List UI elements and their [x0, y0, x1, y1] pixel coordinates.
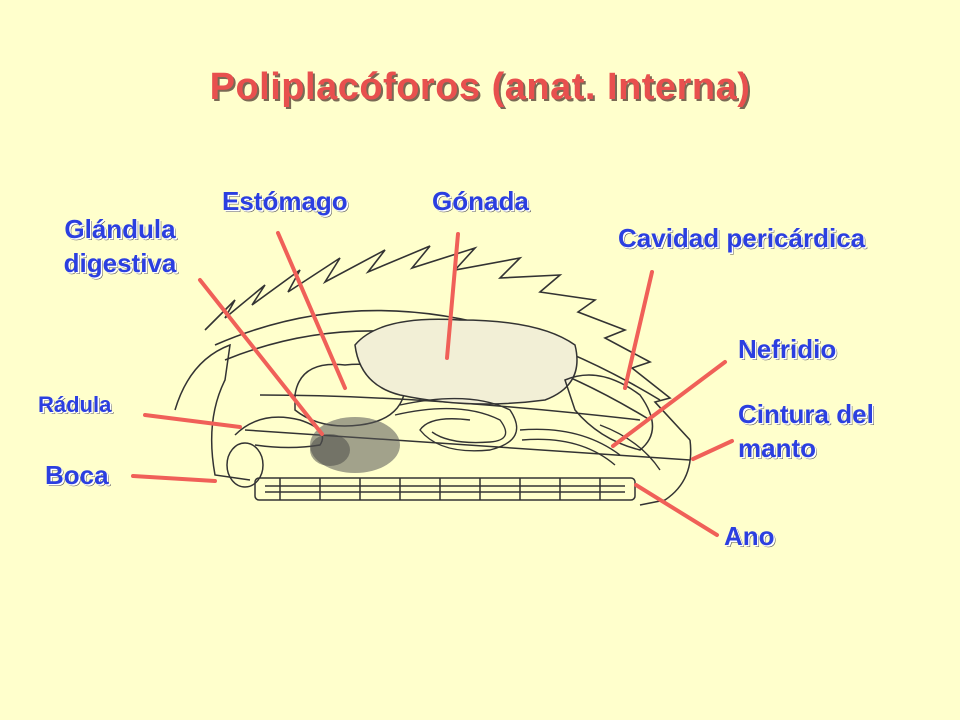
label-ano: Ano — [724, 521, 775, 551]
label-nefridio: Nefridio — [738, 334, 837, 364]
pointer-cintura — [691, 439, 734, 461]
pointer-gonada — [445, 232, 460, 360]
pointer-ano — [634, 483, 719, 537]
label-boca: Boca — [45, 460, 109, 490]
pointer-estomago — [276, 231, 347, 390]
label-gonada: Gónada — [432, 186, 529, 216]
pointer-lines — [131, 231, 734, 537]
intestine — [394, 397, 621, 466]
foot — [254, 477, 636, 501]
pointer-nefridio — [611, 360, 727, 448]
nephridium — [599, 424, 661, 471]
label-glandula-line1: Glándula — [64, 214, 176, 244]
label-cintura-line1: Cintura del — [738, 399, 874, 429]
pericardial-cavity — [564, 374, 654, 451]
label-cintura-line2: manto — [738, 433, 816, 463]
label-radula: Rádula — [38, 392, 112, 417]
label-glandula-line2: digestiva — [63, 248, 177, 278]
gonad-organ — [354, 318, 578, 405]
pointer-boca — [131, 474, 217, 483]
page-title: Poliplacóforos (anat. Interna) — [209, 66, 751, 108]
label-glandula-digestiva: Glándula digestiva — [50, 214, 190, 278]
pointer-glandula — [198, 278, 324, 436]
digestive-gland — [310, 417, 400, 473]
label-cintura-del-manto: Cintura del manto — [738, 399, 874, 463]
label-estomago: Estómago — [222, 186, 348, 216]
label-cavidad-pericardica: Cavidad pericárdica — [618, 223, 866, 253]
pointer-cavidad — [623, 270, 654, 390]
pointer-radula — [143, 413, 242, 429]
